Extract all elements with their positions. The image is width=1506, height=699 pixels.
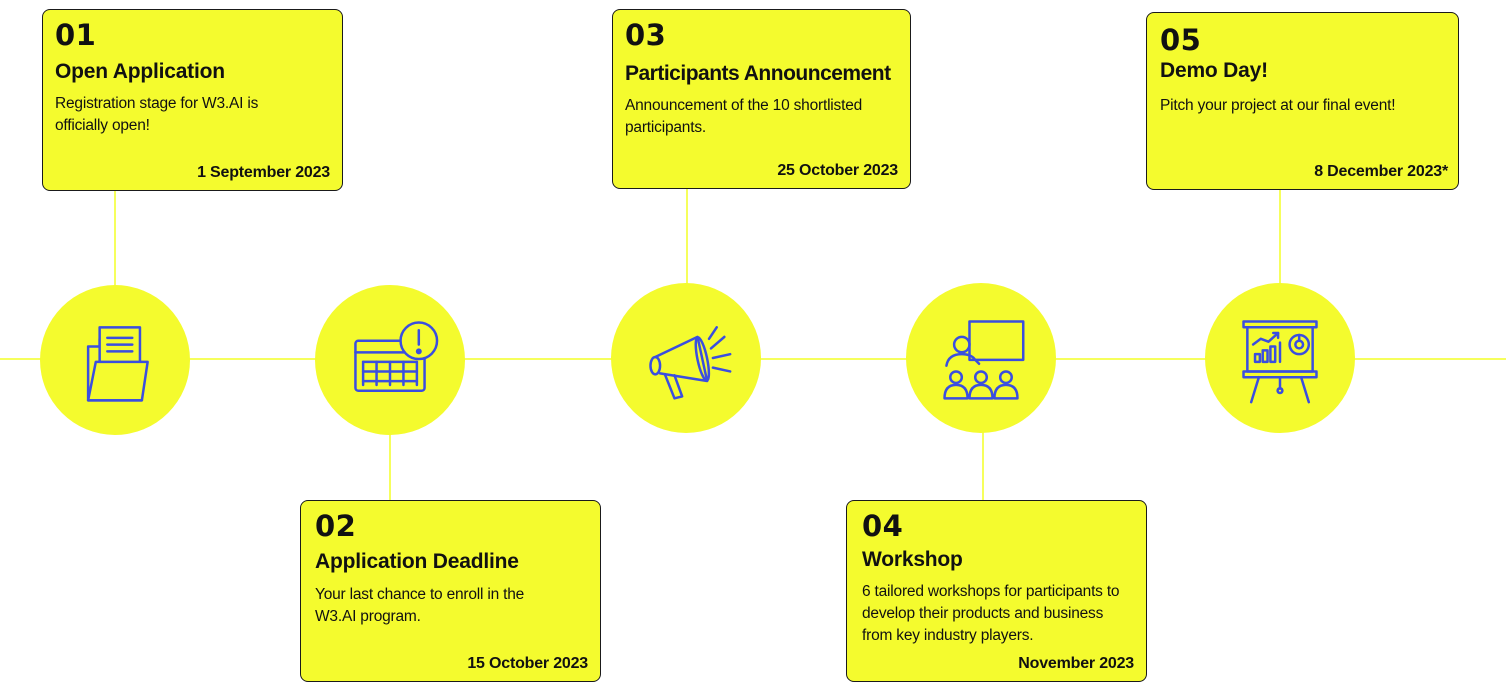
step-title: Participants Announcement [625,62,891,85]
step-title: Demo Day! [1160,59,1268,82]
milestone-circle-05 [1205,283,1355,433]
step-description: Registration stage for W3.AI is official… [55,95,259,134]
step-number: 03 [625,18,667,52]
connector-01 [114,190,116,290]
step-date: 8 December 2023* [1314,163,1448,180]
step-number: 05 [1160,23,1202,57]
connector-04 [982,428,984,502]
connector-03 [686,188,688,288]
step-title: Application Deadline [315,550,519,573]
step-description: Your last chance to enroll in the W3.AI … [315,586,525,625]
milestone-circle-01 [40,285,190,435]
step-card-01: 01 Open Application Registration stage f… [42,9,343,191]
step-title: Workshop [862,548,963,571]
step-card-05: 05 Demo Day! Pitch your project at our f… [1146,12,1459,190]
step-number: 04 [862,509,904,543]
connector-05 [1279,188,1281,288]
step-date: November 2023 [1018,655,1134,672]
step-description: 6 tailored workshops for participants to… [862,583,1120,644]
step-card-04: 04 Workshop 6 tailored workshops for par… [846,500,1147,682]
step-card-03: 03 Participants Announcement Announcemen… [612,9,911,189]
calendar-alert-icon [354,321,439,392]
presentation-easel-icon [1242,320,1318,404]
step-description: Announcement of the 10 shortlisted parti… [625,97,863,136]
step-title: Open Application [55,60,225,83]
milestone-circle-03 [611,283,761,433]
step-date: 1 September 2023 [197,164,330,181]
step-date: 25 October 2023 [777,162,898,179]
presentation-audience-icon [943,320,1025,400]
step-number: 02 [315,509,357,543]
folder-document-icon [86,326,149,402]
step-date: 15 October 2023 [467,655,588,672]
milestone-circle-02 [315,285,465,435]
step-card-02: 02 Application Deadline Your last chance… [300,500,601,682]
milestone-circle-04 [906,283,1056,433]
step-description: Pitch your project at our final event! [1160,97,1396,114]
connector-02 [389,428,391,502]
step-number: 01 [55,18,97,52]
megaphone-icon [649,326,732,400]
